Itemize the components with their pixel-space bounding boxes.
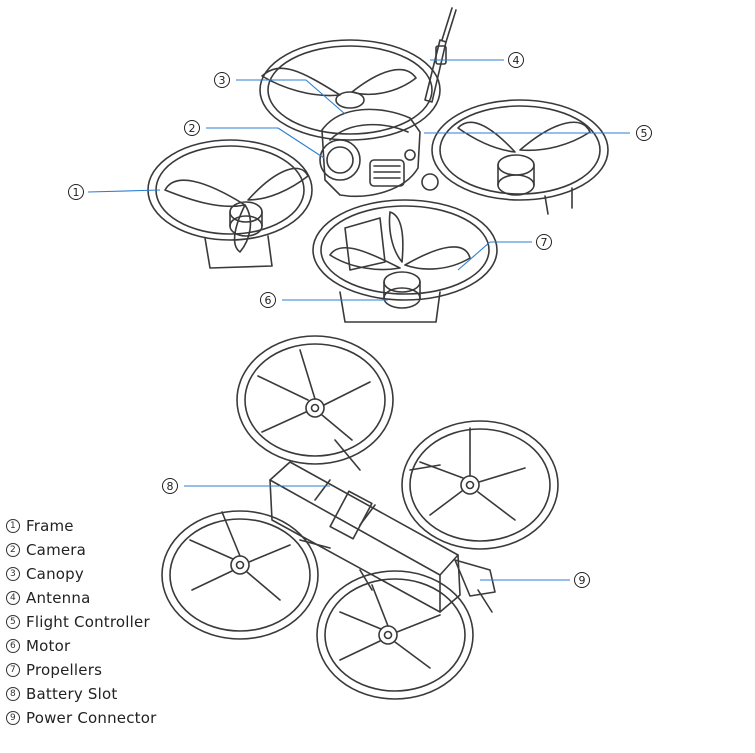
svg-text:6: 6	[265, 294, 272, 307]
svg-text:1: 1	[73, 186, 80, 199]
legend-num: 3	[6, 567, 20, 581]
legend-label: Motor	[26, 637, 71, 655]
callout-7: 7	[536, 234, 552, 250]
legend-item-power-connector: 9 Power Connector	[6, 706, 157, 730]
leader-lines	[87, 59, 630, 581]
svg-text:4: 4	[513, 54, 520, 67]
legend-label: Frame	[26, 517, 74, 535]
callout-6: 6	[260, 292, 276, 308]
battery-slot	[269, 461, 461, 613]
legend-item-propellers: 7 Propellers	[6, 658, 157, 682]
svg-text:7: 7	[541, 236, 548, 249]
legend-label: Flight Controller	[26, 613, 150, 631]
legend-num: 6	[6, 639, 20, 653]
parts-legend: 1 Frame 2 Camera 3 Canopy 4 Antenna 5 Flight …	[6, 514, 157, 730]
legend-label: Camera	[26, 541, 87, 559]
svg-text:9: 9	[579, 574, 586, 587]
top-drone	[147, 7, 609, 323]
svg-text:8: 8	[167, 480, 174, 493]
legend-item-camera: 2 Camera	[6, 538, 157, 562]
svg-text:5: 5	[641, 127, 648, 140]
battery-top	[344, 217, 386, 271]
svg-text:2: 2	[189, 122, 196, 135]
motor-hubs-bottom	[189, 349, 526, 669]
legend-num: 4	[6, 591, 20, 605]
callout-9: 9	[574, 572, 590, 588]
callout-2: 2	[184, 120, 200, 136]
legend-num: 2	[6, 543, 20, 557]
legend-label: Battery Slot	[26, 685, 118, 703]
callouts: 1 2 3 4 5 6 7 8	[68, 52, 652, 588]
power-connector	[454, 559, 496, 613]
bottom-drone	[161, 335, 559, 700]
frame-top	[147, 39, 609, 323]
legend-num: 5	[6, 615, 20, 629]
legend-item-antenna: 4 Antenna	[6, 586, 157, 610]
canopy-body	[319, 108, 439, 198]
legend-item-motor: 6 Motor	[6, 634, 157, 658]
propellers-top	[164, 67, 591, 271]
legend-label: Power Connector	[26, 709, 157, 727]
legend-num: 9	[6, 711, 20, 725]
legend-item-frame: 1 Frame	[6, 514, 157, 538]
legend-item-canopy: 3 Canopy	[6, 562, 157, 586]
callout-5: 5	[636, 125, 652, 141]
callout-8: 8	[162, 478, 178, 494]
legend-label: Canopy	[26, 565, 84, 583]
legend-item-flight-controller: 5 Flight Controller	[6, 610, 157, 634]
callout-3: 3	[214, 72, 230, 88]
legend-num: 7	[6, 663, 20, 677]
legend-label: Propellers	[26, 661, 103, 679]
frame-bottom	[161, 335, 559, 700]
callout-4: 4	[508, 52, 524, 68]
legend-label: Antenna	[26, 589, 91, 607]
motors-top	[229, 91, 535, 309]
antenna-top	[424, 7, 457, 103]
legend-num: 8	[6, 687, 20, 701]
legend-num: 1	[6, 519, 20, 533]
svg-text:3: 3	[219, 74, 226, 87]
callout-1: 1	[68, 184, 84, 200]
legend-item-battery-slot: 8 Battery Slot	[6, 682, 157, 706]
